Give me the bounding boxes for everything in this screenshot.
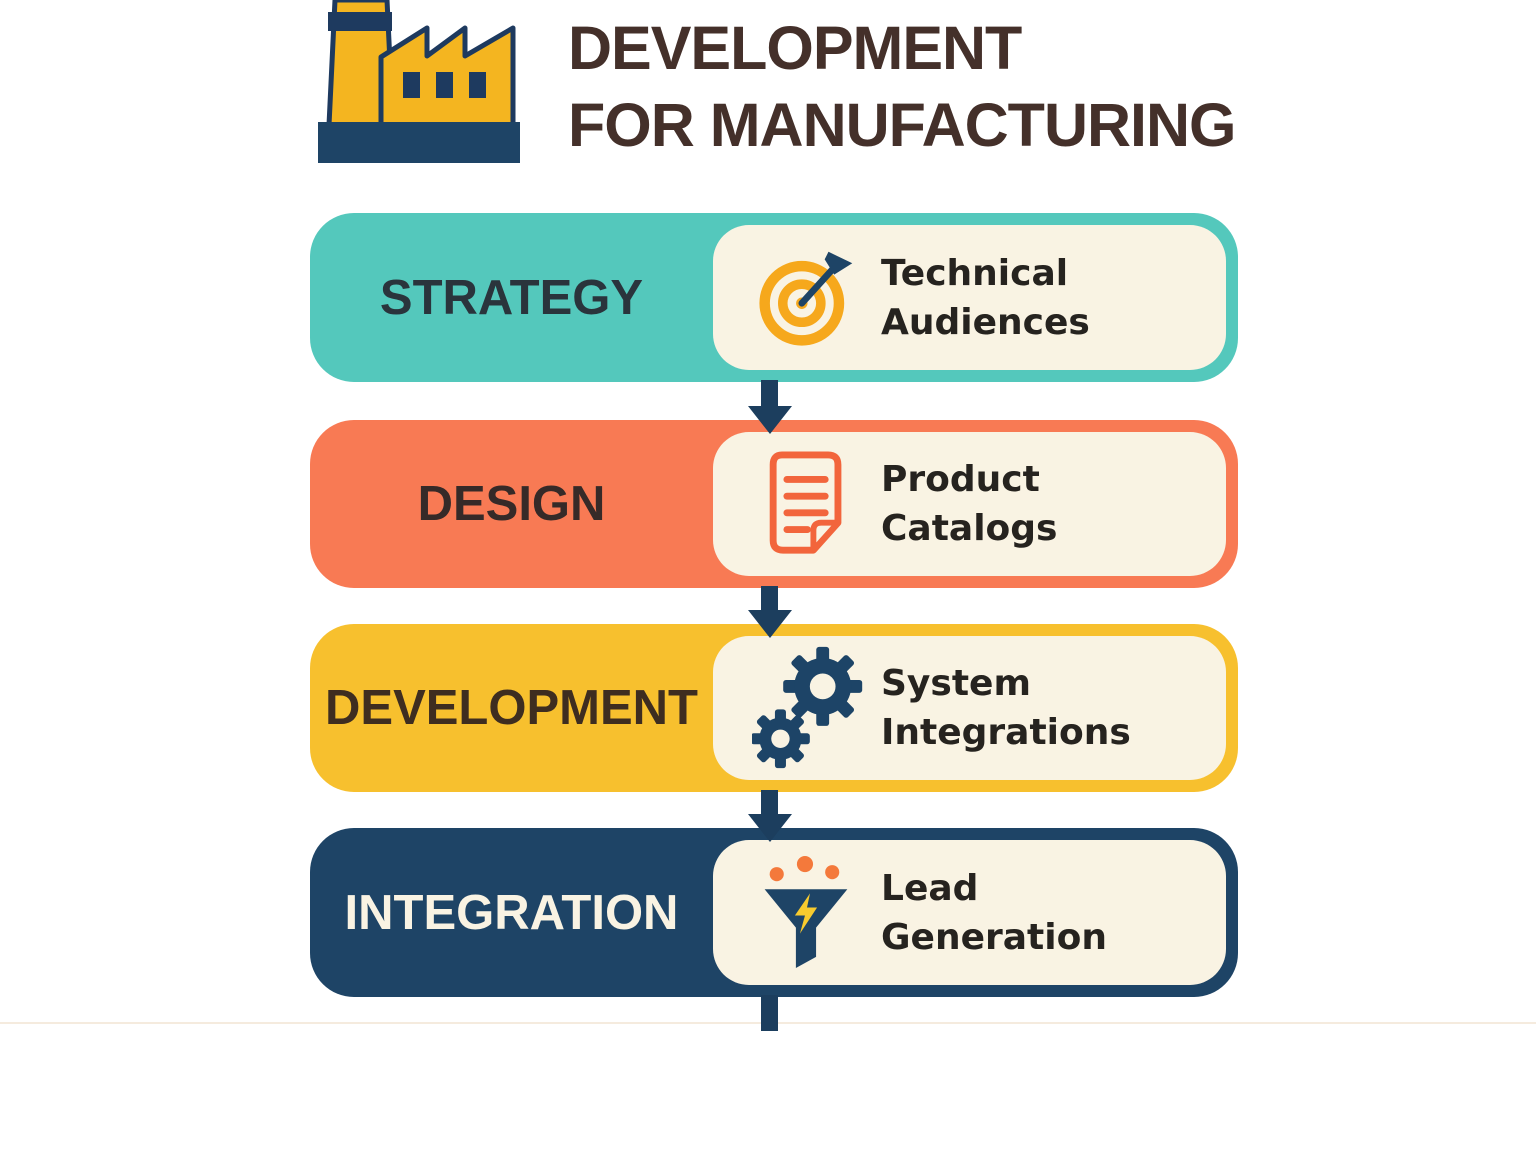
stage-card-text: System Integrations [881, 659, 1131, 757]
card-text-line2: Integrations [881, 712, 1131, 753]
factory-icon [318, 0, 520, 163]
gears-icon [743, 646, 873, 770]
stage-card-text: Lead Generation [881, 864, 1107, 962]
stage-label-development: DEVELOPMENT [325, 681, 698, 735]
stage-card-development: System Integrations [713, 636, 1226, 780]
stage-card-text: Product Catalogs [881, 455, 1057, 553]
card-text-line1: Technical [881, 252, 1069, 294]
funnel-icon [743, 855, 873, 971]
flow-arrow-head-1 [748, 406, 792, 434]
card-text-line2: Generation [881, 916, 1107, 958]
stage-row-integration: INTEGRATION Lead Generation [310, 828, 1238, 997]
stage-card-strategy: Technical Audiences [713, 225, 1226, 370]
document-icon [743, 450, 873, 558]
target-icon [743, 248, 873, 348]
stage-card-design: Product Catalogs [713, 432, 1226, 576]
stage-card-integration: Lead Generation [713, 840, 1226, 985]
stage-row-strategy: STRATEGY Technical Audiences [310, 213, 1238, 382]
flow-arrow-stem-3 [761, 790, 778, 816]
card-text-line2: Audiences [881, 301, 1090, 343]
stage-row-design: DESIGN Product Catalogs [310, 420, 1238, 588]
card-text-line1: Product [881, 459, 1040, 500]
page-title-line1: DEVELOPMENT [568, 14, 1022, 82]
card-text-line1: System [881, 663, 1031, 704]
stage-label-strategy: STRATEGY [379, 270, 644, 325]
flow-arrow-stem-2 [761, 586, 778, 612]
card-text-line2: Catalogs [881, 508, 1058, 549]
flow-arrow-head-3 [748, 814, 792, 842]
stage-card-text: Technical Audiences [881, 249, 1090, 347]
flow-arrow-stem-1 [761, 380, 778, 408]
flow-tail-stem [761, 995, 778, 1031]
page-title-line2: FOR MANUFACTURING [568, 91, 1237, 159]
flow-arrow-head-2 [748, 610, 792, 638]
stage-row-development: DEVELOPMENT [310, 624, 1238, 792]
stage-label-design: DESIGN [417, 477, 606, 531]
card-text-line1: Lead [881, 867, 979, 909]
stage-label-integration: INTEGRATION [344, 885, 679, 940]
page-title: DEVELOPMENT FOR MANUFACTURING [568, 10, 1348, 164]
